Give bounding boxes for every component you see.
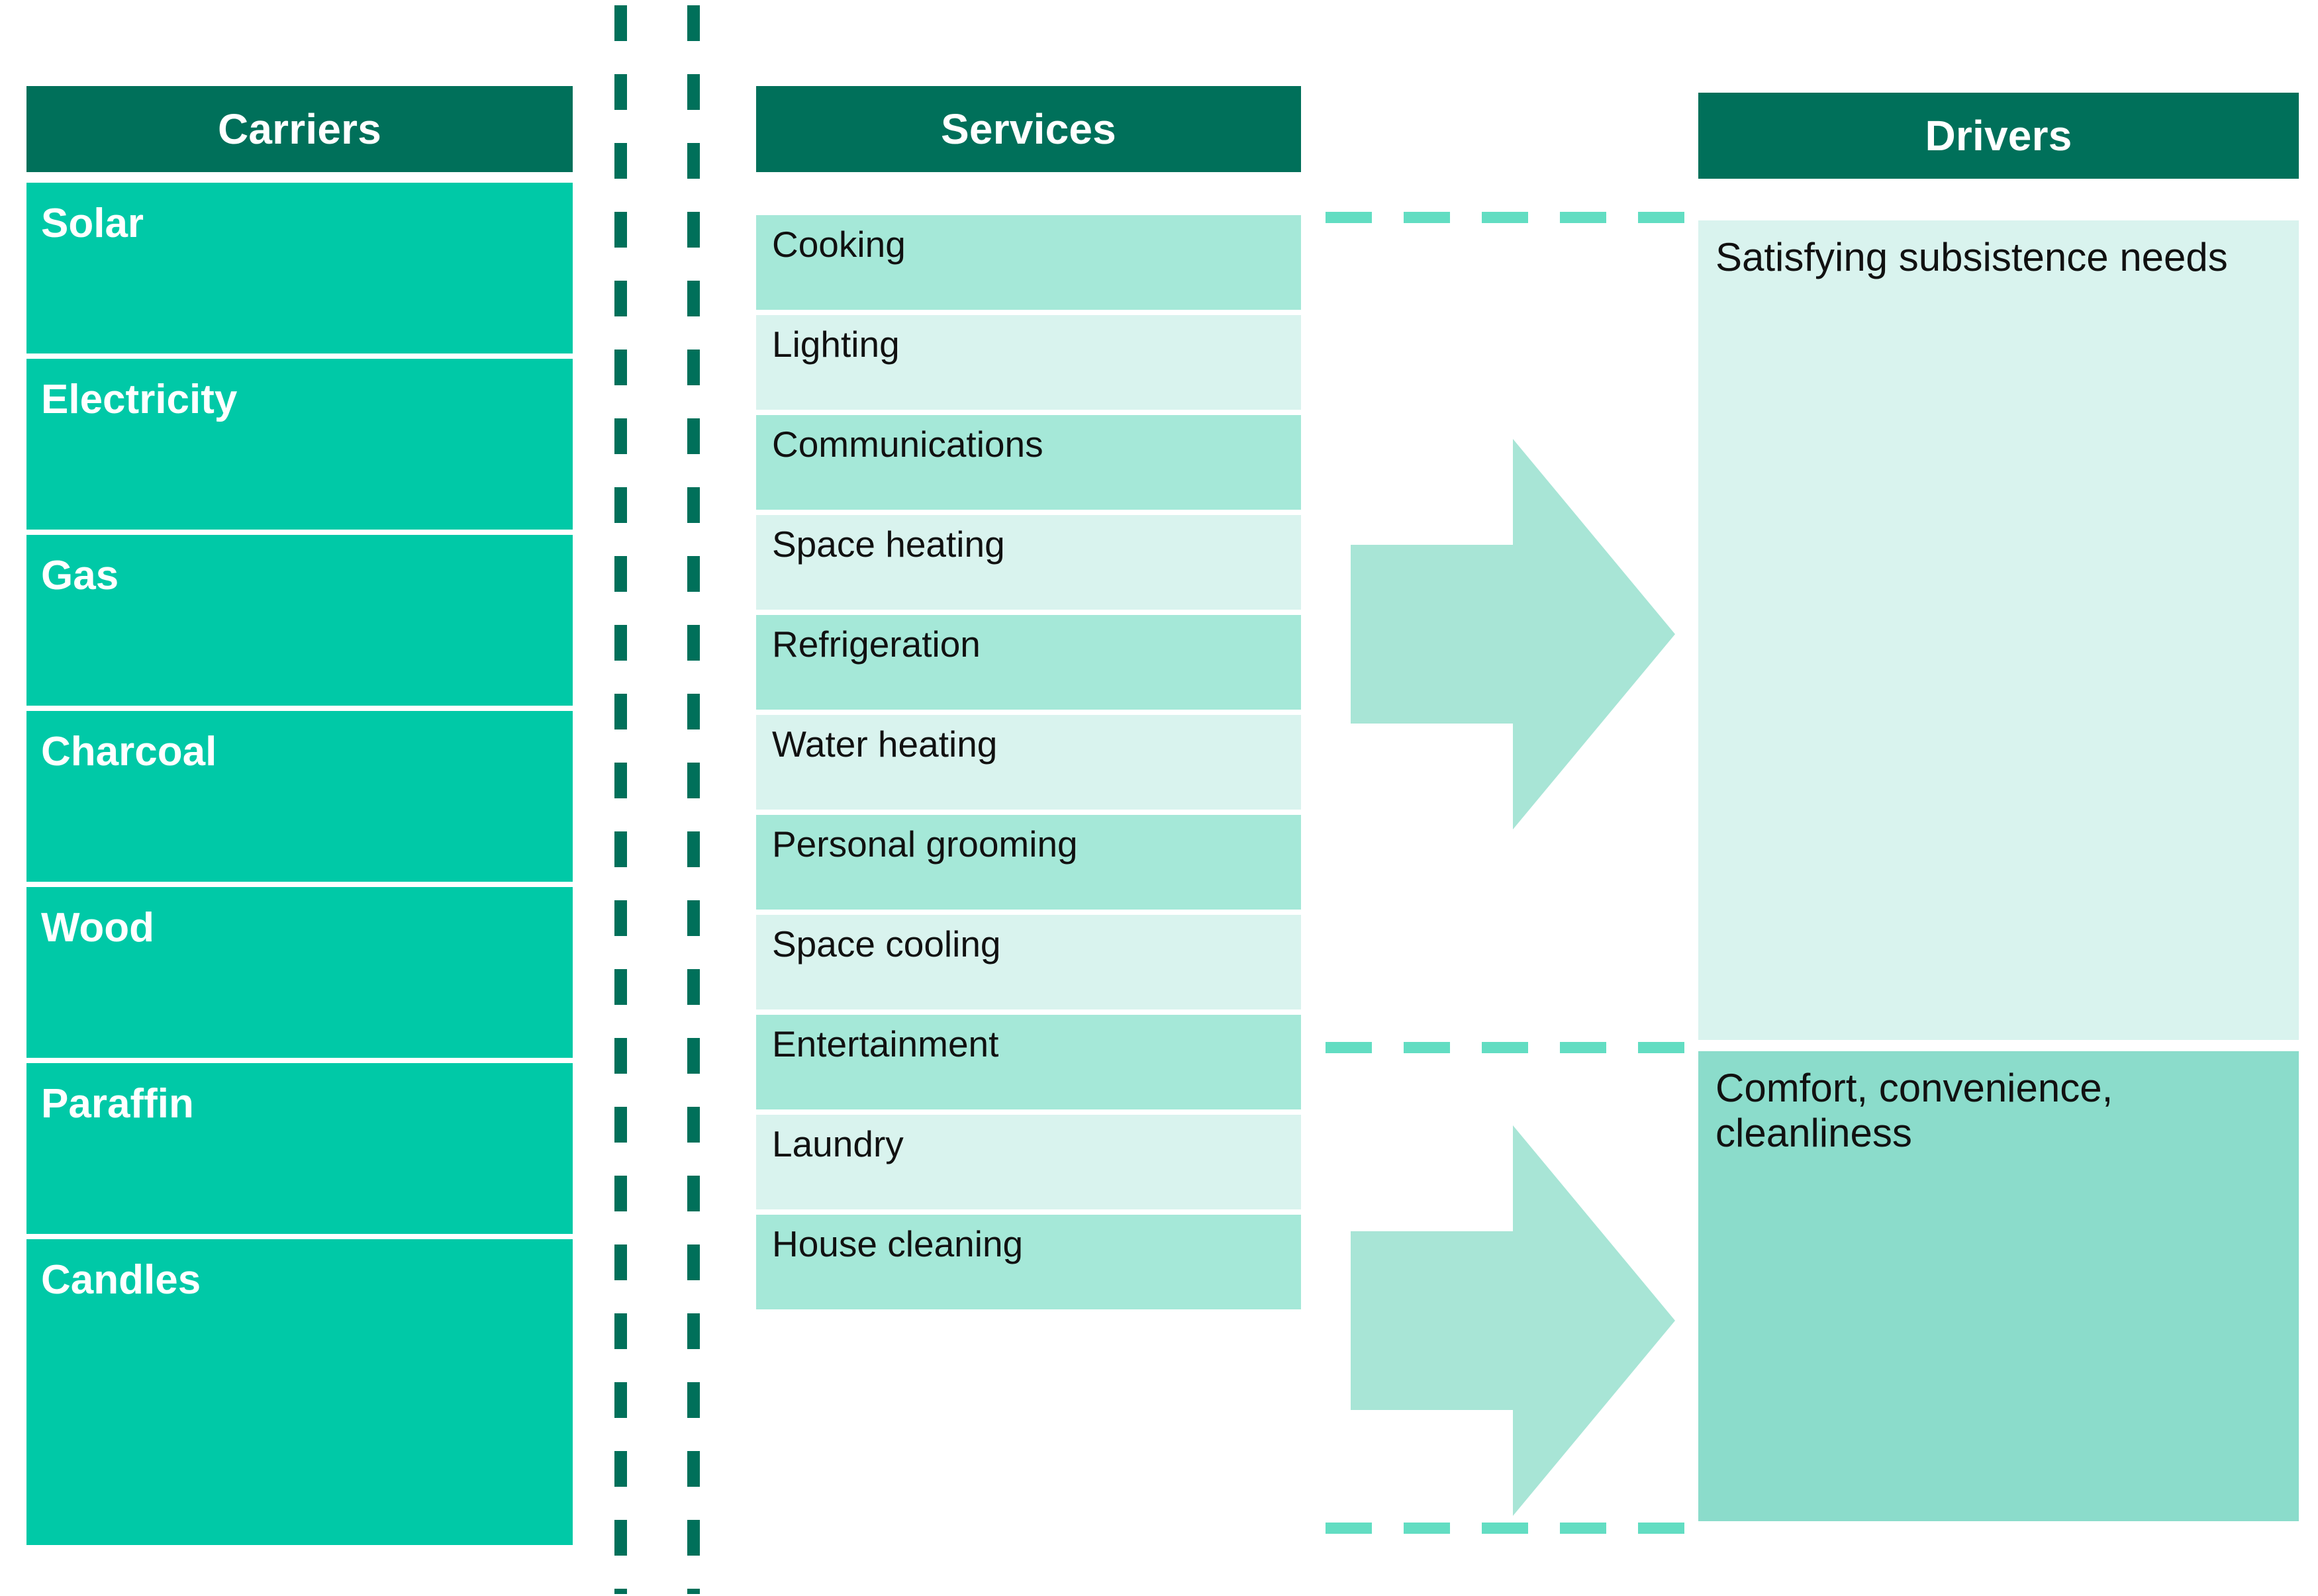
service-item-personal-grooming[interactable]: Personal grooming	[756, 815, 1301, 910]
carrier-item-charcoal[interactable]: Charcoal	[26, 711, 573, 882]
carrier-label: Wood	[41, 905, 155, 951]
drivers-column-header: Drivers	[1698, 93, 2299, 179]
service-label: Laundry	[772, 1123, 904, 1164]
flow-arrow-subsistence	[1351, 439, 1675, 829]
carrier-item-solar[interactable]: Solar	[26, 183, 573, 353]
vertical-dashed-divider-left	[614, 5, 627, 1594]
service-item-laundry[interactable]: Laundry	[756, 1115, 1301, 1209]
carrier-item-wood[interactable]: Wood	[26, 887, 573, 1058]
flow-arrow-comfort	[1351, 1125, 1675, 1516]
dashed-connector-top	[1326, 212, 1706, 223]
carrier-item-electricity[interactable]: Electricity	[26, 359, 573, 530]
service-item-entertainment[interactable]: Entertainment	[756, 1015, 1301, 1109]
dashed-connector-middle	[1326, 1042, 1706, 1053]
carrier-label: Electricity	[41, 377, 238, 422]
driver-label: Comfort, convenience, cleanliness	[1715, 1066, 2113, 1155]
service-label: Entertainment	[772, 1023, 999, 1064]
carrier-label: Paraffin	[41, 1081, 194, 1127]
service-item-lighting[interactable]: Lighting	[756, 315, 1301, 410]
service-item-space-heating[interactable]: Space heating	[756, 515, 1301, 610]
carrier-label: Gas	[41, 553, 119, 598]
service-item-water-heating[interactable]: Water heating	[756, 715, 1301, 810]
service-label: Communications	[772, 424, 1043, 465]
service-item-house-cleaning[interactable]: House cleaning	[756, 1215, 1301, 1309]
service-item-communications[interactable]: Communications	[756, 415, 1301, 510]
driver-item-comfort[interactable]: Comfort, convenience, cleanliness	[1698, 1051, 2299, 1521]
service-label: Water heating	[772, 724, 998, 765]
carrier-label: Candles	[41, 1257, 201, 1303]
driver-item-subsistence[interactable]: Satisfying subsistence needs	[1698, 220, 2299, 1040]
service-label: Space cooling	[772, 923, 1001, 964]
driver-label: Satisfying subsistence needs	[1715, 235, 2228, 279]
service-label: Space heating	[772, 524, 1005, 565]
service-label: Personal grooming	[772, 823, 1078, 865]
service-label: Lighting	[772, 324, 900, 365]
services-column-header: Services	[756, 86, 1301, 172]
service-label: House cleaning	[772, 1223, 1024, 1264]
dashed-connector-bottom	[1326, 1523, 1706, 1534]
service-item-space-cooling[interactable]: Space cooling	[756, 915, 1301, 1009]
carrier-label: Charcoal	[41, 729, 217, 775]
carrier-item-candles[interactable]: Candles	[26, 1239, 573, 1545]
vertical-dashed-divider-right	[687, 5, 700, 1594]
service-item-refrigeration[interactable]: Refrigeration	[756, 615, 1301, 710]
service-item-cooking[interactable]: Cooking	[756, 215, 1301, 310]
carrier-item-paraffin[interactable]: Paraffin	[26, 1063, 573, 1234]
service-label: Cooking	[772, 224, 906, 265]
carriers-column-header: Carriers	[26, 86, 573, 172]
service-label: Refrigeration	[772, 624, 981, 665]
carrier-item-gas[interactable]: Gas	[26, 535, 573, 706]
carrier-label: Solar	[41, 201, 144, 246]
